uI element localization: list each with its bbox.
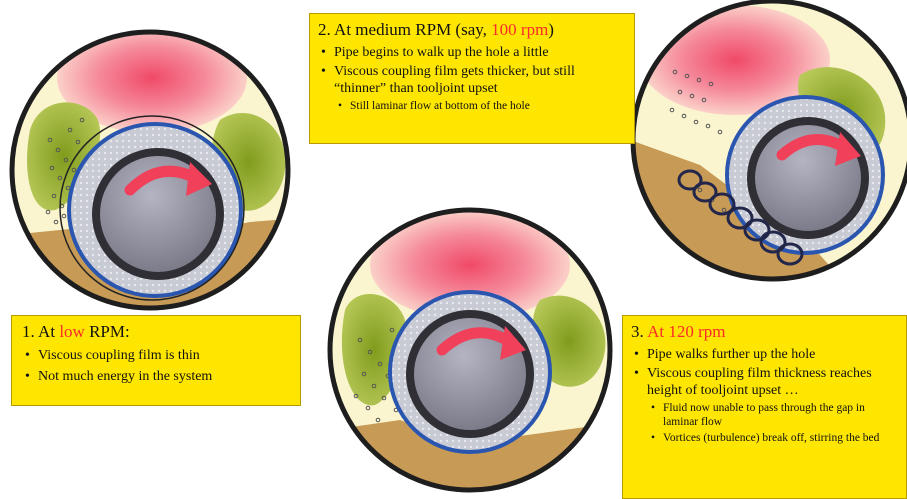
label-box-low-rpm: 1. At low RPM: Viscous coupling film is … — [11, 315, 301, 406]
sub-bullet-item: Vortices (turbulence) break off, stirrin… — [631, 431, 902, 445]
title-highlight: 100 rpm — [491, 20, 548, 39]
borehole-diagram-low-rpm — [0, 23, 300, 320]
bullet-list: Pipe walks further up the hole Viscous c… — [631, 346, 902, 445]
title-highlight: At 120 rpm — [647, 322, 725, 341]
bullet-item: Viscous coupling film thickness reaches … — [631, 365, 902, 399]
bullet-item: Viscous coupling film is thin — [22, 347, 294, 364]
title-text: 3. — [631, 322, 647, 341]
label-box-120-rpm: 3. At 120 rpm Pipe walks further up the … — [622, 315, 907, 499]
bullet-item: Not much energy in the system — [22, 368, 294, 385]
label-box-medium-rpm: 2. At medium RPM (say, 100 rpm) Pipe beg… — [309, 13, 635, 144]
box-title: 1. At low RPM: — [22, 322, 294, 342]
title-highlight: low — [59, 322, 85, 341]
bullet-list: Pipe begins to walk up the hole a little… — [318, 44, 628, 113]
title-text: 2. At medium RPM (say, — [318, 20, 491, 39]
title-suffix: RPM: — [85, 322, 130, 341]
bullet-item: Viscous coupling film gets thicker, but … — [318, 63, 628, 97]
box-title: 2. At medium RPM (say, 100 rpm) — [318, 20, 628, 40]
bullet-list: Viscous coupling film is thin Not much e… — [22, 347, 294, 385]
bullet-item: Pipe walks further up the hole — [631, 346, 902, 363]
borehole-diagram-120-rpm — [630, 1, 907, 300]
title-suffix: ) — [548, 20, 554, 39]
box-title: 3. At 120 rpm — [631, 322, 902, 342]
sub-bullet-item: Fluid now unable to pass through the gap… — [631, 401, 902, 429]
sub-bullet-item: Still laminar flow at bottom of the hole — [318, 99, 628, 113]
borehole-diagram-medium-rpm — [330, 210, 620, 499]
title-text: 1. At — [22, 322, 59, 341]
bullet-item: Pipe begins to walk up the hole a little — [318, 44, 628, 61]
